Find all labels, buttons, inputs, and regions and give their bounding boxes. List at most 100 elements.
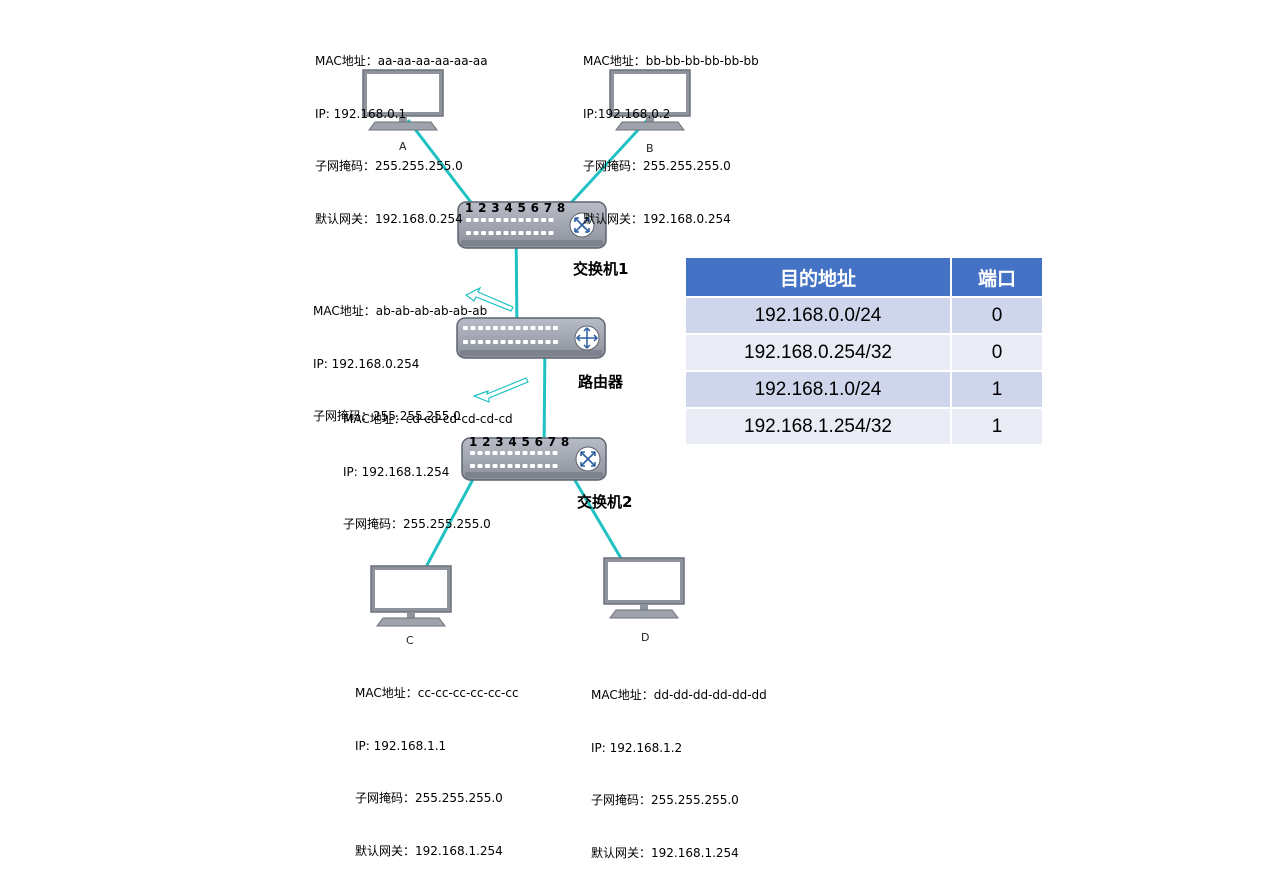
host-b-mac: MAC地址：bb-bb-bb-bb-bb-bb	[583, 54, 759, 68]
port-dot	[552, 464, 558, 468]
port-dot	[485, 464, 490, 468]
port-dot	[545, 326, 551, 330]
port-dot	[466, 218, 471, 222]
port-dot	[503, 231, 509, 235]
host-a-mac: MAC地址：aa-aa-aa-aa-aa-aa	[315, 54, 488, 68]
switch1-label: 交换机1	[573, 260, 629, 278]
port-dot	[552, 451, 558, 455]
port-dot	[463, 340, 468, 344]
destination-cell: 192.168.1.0/24	[686, 370, 952, 408]
port-dot	[508, 326, 513, 330]
port-cell: 1	[951, 370, 1042, 408]
arrow-router-port0	[464, 286, 514, 312]
port-dot	[488, 218, 494, 222]
routing-table: 目的地址 端口 192.168.0.0/24 0 192.168.0.254/3…	[686, 258, 1042, 444]
port-dot	[496, 218, 501, 222]
port-dot	[470, 464, 475, 468]
monitor-icon	[370, 565, 452, 627]
router-port1-mask: 子网掩码：255.255.255.0	[343, 517, 491, 531]
port-dot	[500, 464, 505, 468]
router-label: 路由器	[578, 373, 624, 391]
table-row: 192.168.0.254/32 0	[686, 333, 1042, 371]
switch-icon	[457, 201, 607, 249]
destination-cell: 192.168.0.254/32	[686, 333, 952, 371]
link-b-switch1	[555, 115, 652, 220]
host-c-name: C	[406, 634, 414, 647]
port-dot	[522, 464, 528, 468]
host-c-mac: MAC地址：cc-cc-cc-cc-cc-cc	[355, 686, 519, 700]
port-cell: 0	[951, 296, 1042, 334]
host-c-gateway: 默认网关：192.168.1.254	[355, 843, 503, 858]
port-dot	[470, 340, 476, 344]
header-destination: 目的地址	[686, 258, 952, 297]
port-dot	[548, 218, 554, 222]
port-dot	[473, 231, 479, 235]
port-dot	[500, 340, 506, 344]
table-row: 192.168.1.254/32 1	[686, 407, 1042, 444]
port-dot	[478, 326, 483, 330]
switch2-port-numbers: 1 2 3 4 5 6 7 8	[469, 435, 570, 449]
arrow-router-port1	[472, 377, 529, 403]
port-dot	[463, 326, 468, 330]
router-port1-info: MAC地址：cd-cd-cd-cd-cd-cd IP: 192.168.1.25…	[343, 376, 513, 551]
port-dot	[496, 231, 501, 235]
host-a-name: A	[399, 140, 407, 153]
port-dot	[526, 231, 531, 235]
port-cell: 1	[951, 407, 1042, 444]
router-port0-mask: 子网掩码：255.255.255.0	[313, 409, 461, 423]
port-dot	[533, 218, 539, 222]
port-dot	[500, 451, 505, 455]
port-dot	[508, 340, 513, 344]
table-row: 192.168.1.0/24 1	[686, 370, 1042, 408]
host-b-name: B	[646, 142, 654, 155]
host-a-gateway: 默认网关：192.168.0.254	[315, 211, 463, 226]
host-b-mask: 子网掩码：255.255.255.0	[583, 159, 731, 173]
switch1-port-numbers: 1 2 3 4 5 6 7 8	[465, 201, 566, 215]
router-port1-ip: IP: 192.168.1.254	[343, 464, 450, 479]
host-c-ip: IP: 192.168.1.1	[355, 738, 447, 753]
port-dot	[515, 451, 520, 455]
table-row: 192.168.0.0/24 0	[686, 296, 1042, 334]
destination-cell: 192.168.1.254/32	[686, 407, 952, 444]
port-dot	[492, 464, 498, 468]
port-dot	[548, 231, 554, 235]
port-dot	[511, 231, 516, 235]
host-d-gateway: 默认网关：192.168.1.254	[591, 845, 739, 860]
port-dot	[488, 231, 494, 235]
port-cell: 0	[951, 333, 1042, 371]
port-dot	[553, 340, 558, 344]
port-dot	[507, 451, 513, 455]
monitor-icon	[603, 557, 685, 619]
port-dot	[545, 451, 550, 455]
port-dot	[470, 451, 475, 455]
switch-icon	[461, 437, 607, 481]
port-dot	[485, 326, 491, 330]
port-dot	[518, 231, 524, 235]
host-d-name: D	[641, 631, 650, 644]
port-dot	[507, 464, 513, 468]
switch2-label: 交换机2	[577, 493, 633, 511]
router-port0-ip: IP: 192.168.0.254	[313, 356, 420, 371]
port-dot	[518, 218, 524, 222]
port-dot	[470, 326, 476, 330]
router-port0-info: MAC地址：ab-ab-ab-ab-ab-ab IP: 192.168.0.25…	[313, 268, 487, 443]
port-dot	[466, 231, 471, 235]
host-d-info: MAC地址：dd-dd-dd-dd-dd-dd IP: 192.168.1.2 …	[591, 652, 767, 880]
port-dot	[541, 218, 546, 222]
host-a-mask: 子网掩码：255.255.255.0	[315, 159, 463, 173]
host-c-info: MAC地址：cc-cc-cc-cc-cc-cc IP: 192.168.1.1 …	[355, 650, 519, 878]
host-c-mask: 子网掩码：255.255.255.0	[355, 791, 503, 805]
port-dot	[503, 218, 509, 222]
port-dot	[538, 340, 543, 344]
port-dot	[541, 231, 546, 235]
port-dot	[538, 326, 543, 330]
port-dots	[463, 218, 558, 468]
host-d-mask: 子网掩码：255.255.255.0	[591, 793, 739, 807]
network-diagram	[362, 69, 691, 627]
port-dot	[530, 340, 536, 344]
port-dot	[477, 464, 483, 468]
port-dot	[485, 340, 491, 344]
port-dot	[473, 218, 479, 222]
port-dot	[500, 326, 506, 330]
port-dot	[515, 340, 521, 344]
